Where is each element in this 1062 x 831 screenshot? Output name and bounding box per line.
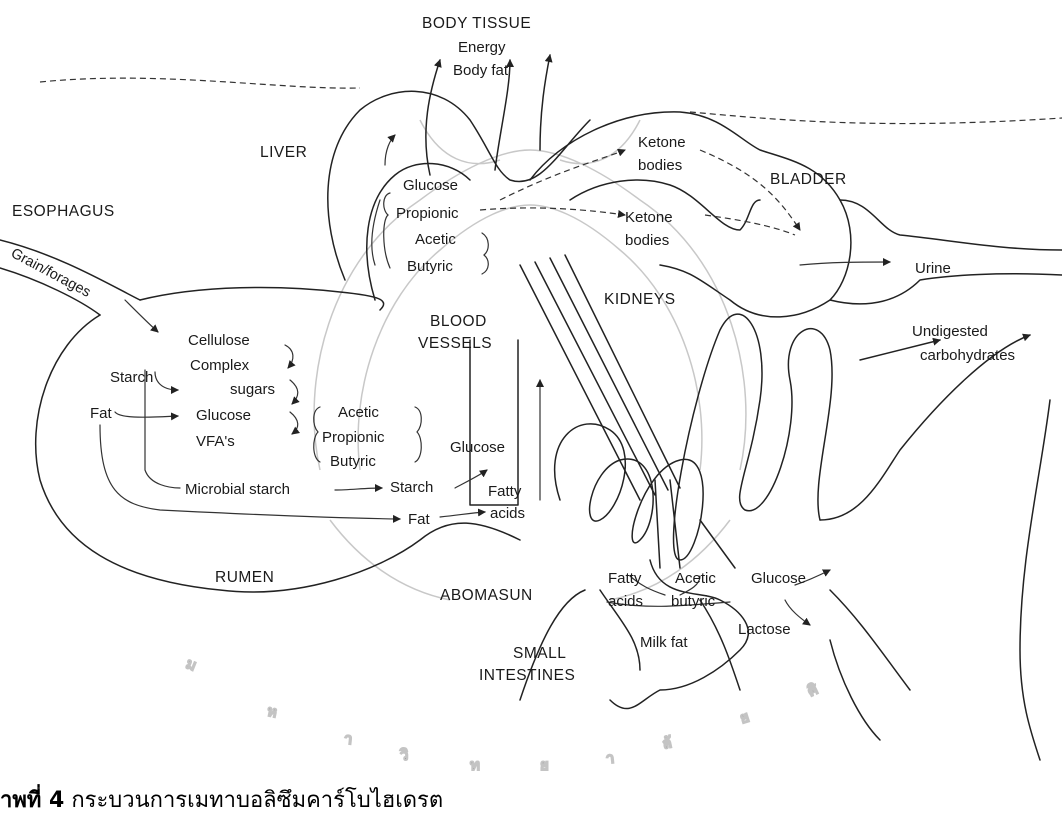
label-bladder: BLADDER (770, 171, 847, 188)
label-milk-glucose: Glucose (751, 570, 806, 587)
label-sugars: sugars (230, 381, 275, 398)
svg-text:ท: ท (470, 757, 480, 774)
label-liver-butyric: Butyric (407, 258, 453, 275)
svg-text:วิ: วิ (399, 746, 408, 764)
label-abomasun: ABOMASUN (440, 587, 533, 604)
label-vessels: VESSELS (418, 335, 492, 352)
label-butyric: Butyric (330, 453, 376, 470)
label-liver: LIVER (260, 144, 307, 161)
label-complex: Complex (190, 357, 250, 374)
label-urine: Urine (915, 260, 951, 277)
label-undigested: Undigested (912, 323, 988, 340)
svg-text:ย: ย (540, 757, 549, 774)
label-milk-acetic: Acetic (675, 570, 716, 587)
svg-text:า: า (343, 730, 353, 748)
label-microbial-starch: Microbial starch (185, 481, 290, 498)
svg-text:ย: ย (738, 709, 752, 728)
label-blood: BLOOD (430, 313, 487, 330)
label-starch: Starch (110, 369, 153, 386)
label-liver-acetic: Acetic (415, 231, 456, 248)
figure-caption-text: กระบวนการเมทาบอลิซึมคาร์โบไฮเดรต (64, 788, 443, 813)
label-fatty-acids-1: Fatty (488, 483, 522, 500)
label-energy: Energy (458, 39, 506, 56)
label-grain-forages: Grain/forages (8, 245, 93, 300)
label-propionic: Propionic (322, 429, 385, 446)
figure-caption: าพที่ 4 กระบวนการเมทาบอลิซึมคาร์โบไฮเดรต (0, 782, 443, 817)
label-acids-1: acids (490, 505, 525, 522)
label-ketone-2: Ketone (625, 209, 673, 226)
label-bodies-2: bodies (625, 232, 669, 249)
label-esophagus: ESOPHAGUS (12, 203, 115, 220)
label-rumen: RUMEN (215, 569, 274, 586)
label-acetic: Acetic (338, 404, 379, 421)
label-milk-fat: Milk fat (640, 634, 688, 651)
svg-text:ลั: ลั (661, 734, 675, 753)
label-bodies-1: bodies (638, 157, 682, 174)
label-liver-glucose: Glucose (403, 177, 458, 194)
flow-arrows (100, 135, 830, 625)
label-ketone-1: Ketone (638, 134, 686, 151)
diagram-labels: BODY TISSUE Energy Body fat LIVER ESOPHA… (8, 15, 1015, 684)
label-kidneys: KIDNEYS (604, 291, 676, 308)
label-body-tissue: BODY TISSUE (422, 15, 531, 32)
svg-text:ศิ: ศิ (804, 680, 821, 701)
label-lactose: Lactose (738, 621, 791, 638)
label-small: SMALL (513, 645, 566, 662)
label-carbohydrates: carbohydrates (920, 347, 1015, 364)
label-liver-propionic: Propionic (396, 205, 459, 222)
label-rumen-glucose: Glucose (196, 407, 251, 424)
svg-text:ม: ม (183, 655, 199, 674)
figure-label: าพที่ 4 (0, 788, 64, 813)
label-vfas: VFA's (196, 433, 235, 450)
label-body-fat: Body fat (453, 62, 509, 79)
label-abom-starch: Starch (390, 479, 433, 496)
svg-text:า: า (605, 750, 615, 768)
svg-text:ห: ห (265, 703, 278, 722)
label-intestines: INTESTINES (479, 667, 575, 684)
label-blood-glucose: Glucose (450, 439, 505, 456)
label-fatty-acids-2: Fatty (608, 570, 642, 587)
label-milk-butyric: butyric (671, 593, 716, 610)
braces (314, 193, 730, 606)
label-fat: Fat (90, 405, 113, 422)
label-cellulose: Cellulose (188, 332, 250, 349)
label-abom-fat: Fat (408, 511, 431, 528)
label-acids-2: acids (608, 593, 643, 610)
